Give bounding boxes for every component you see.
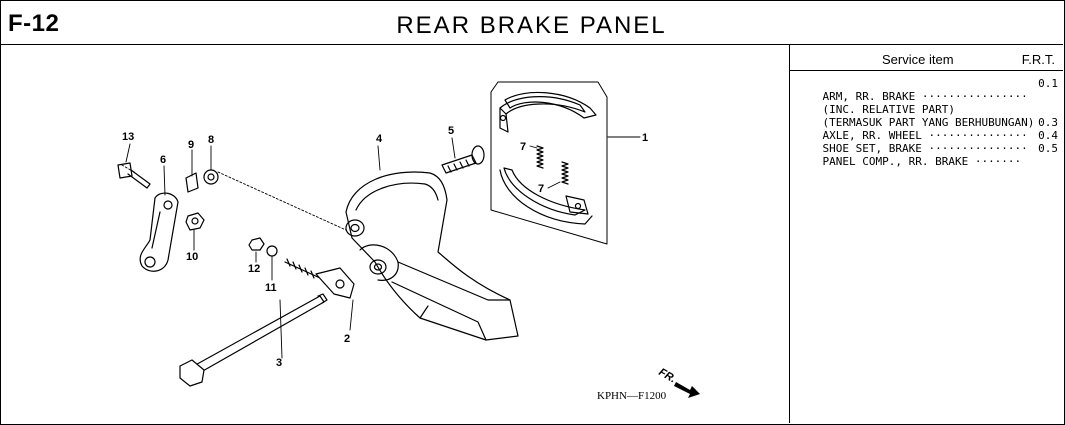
- service-row: PANEL COMP., RR. BRAKE ······· 0.5: [796, 142, 1059, 168]
- direction-label: FR.: [657, 366, 678, 385]
- service-item-column-label: Service item: [882, 52, 954, 67]
- service-row: (INC. RELATIVE PART): [796, 90, 1058, 116]
- washer-8: [203, 169, 219, 185]
- leader-lines: [121, 164, 347, 231]
- brake-cam: [441, 145, 485, 174]
- service-row-text: (TERMASUK PART YANG BERHUBUNGAN): [822, 116, 1035, 129]
- frt-column-label: F.R.T.: [1021, 52, 1055, 67]
- callout-2: 2: [344, 333, 350, 345]
- callout-10: 10: [186, 251, 198, 263]
- callout-leaders: [125, 136, 641, 359]
- callout-13: 13: [122, 131, 134, 143]
- service-row-text: SHOE SET, BRAKE ···············: [822, 142, 1028, 155]
- service-row-text: (INC. RELATIVE PART): [822, 103, 955, 116]
- callout-9: 9: [188, 139, 194, 151]
- washer-11: [266, 245, 278, 257]
- wear-indicator-plate: [185, 172, 199, 193]
- service-row-value: 0.5: [1038, 142, 1058, 155]
- service-row-value: 0.4: [1038, 129, 1058, 142]
- callout-6: 6: [160, 154, 166, 166]
- callout-3: 3: [276, 357, 282, 369]
- service-row-text: ARM, RR. BRAKE ················: [822, 90, 1028, 103]
- brake-shoe-set: [490, 81, 608, 245]
- nut-10: [185, 212, 205, 231]
- nut-12: [248, 237, 265, 251]
- service-row: ARM, RR. BRAKE ················ 0.1: [796, 77, 1059, 103]
- service-row: (TERMASUK PART YANG BERHUBUNGAN): [796, 103, 1058, 129]
- callout-5: 5: [448, 125, 454, 137]
- bolt-13: [117, 162, 151, 189]
- column-divider: [789, 45, 790, 423]
- front-arrow-icon: [674, 382, 700, 398]
- callout-1: 1: [642, 132, 648, 144]
- brake-panel: [345, 171, 519, 341]
- page-title: REAR BRAKE PANEL: [396, 12, 667, 39]
- callout-7b: 7: [538, 183, 544, 195]
- callout-4: 4: [376, 133, 383, 145]
- service-row: SHOE SET, BRAKE ··············· 0.4: [796, 129, 1059, 155]
- service-row-value: 0.1: [1038, 77, 1058, 90]
- callout-8: 8: [208, 134, 214, 146]
- service-row: AXLE, RR. WHEEL ··············· 0.3: [796, 116, 1059, 142]
- callout-12: 12: [248, 263, 260, 275]
- brake-arm: [139, 192, 179, 272]
- service-row-text: PANEL COMP., RR. BRAKE ·······: [822, 155, 1022, 168]
- figure-code: F-12: [8, 10, 60, 37]
- drawing-code: KPHN—F1200: [597, 390, 667, 402]
- callout-11: 11: [265, 282, 277, 294]
- callout-7a: 7: [520, 141, 526, 153]
- service-table: ARM, RR. BRAKE ················ 0.1 (INC…: [796, 77, 1059, 168]
- stopper-arm: [284, 258, 355, 299]
- service-row-text: AXLE, RR. WHEEL ···············: [822, 129, 1028, 142]
- page-header: F-12 REAR BRAKE PANEL: [0, 0, 1063, 45]
- service-row-value: 0.3: [1038, 116, 1058, 129]
- rear-axle: [179, 293, 328, 387]
- exploded-parts-diagram: 1 2 3 4 5 6 7 7 8 9 10 11 12 13 FR.: [117, 81, 700, 398]
- service-table-header: Service item F.R.T.: [790, 45, 1063, 71]
